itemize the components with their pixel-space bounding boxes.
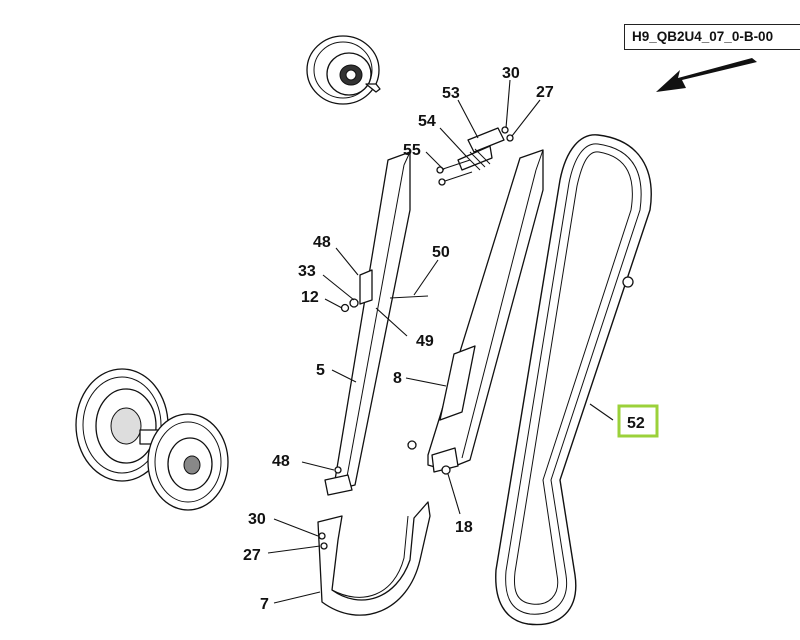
callout-30-top[interactable]: 30 [502, 65, 520, 82]
bracket-assembly-top[interactable] [436, 126, 514, 186]
leader-lines [267, 79, 614, 604]
callout-52[interactable]: 52 [627, 415, 645, 432]
callout-27-top[interactable]: 27 [536, 84, 554, 101]
part-5-bar[interactable] [324, 151, 411, 496]
callout-labels: 30 27 53 54 55 48 50 33 12 49 5 8 52 48 … [243, 65, 645, 613]
callout-48-bottom[interactable]: 48 [272, 453, 290, 470]
double-pulley[interactable] [75, 368, 229, 511]
callout-33[interactable]: 33 [298, 263, 316, 280]
part-8-tensioner-arm[interactable] [427, 149, 544, 473]
direction-arrow-icon [656, 58, 757, 92]
fasteners [334, 295, 451, 475]
idler-pulley-top[interactable] [306, 35, 381, 105]
callout-12[interactable]: 12 [301, 289, 319, 306]
callout-7[interactable]: 7 [260, 596, 269, 613]
highlight-box-52 [617, 404, 659, 438]
callout-49[interactable]: 49 [416, 333, 434, 350]
callout-8[interactable]: 8 [393, 370, 402, 387]
part-52-v-belt[interactable] [495, 134, 652, 626]
callout-54[interactable]: 54 [418, 113, 436, 130]
callout-27-bottom[interactable]: 27 [243, 547, 261, 564]
callout-5[interactable]: 5 [316, 362, 325, 379]
callout-50[interactable]: 50 [432, 244, 450, 261]
callout-30-bottom[interactable]: 30 [248, 511, 266, 528]
callout-18[interactable]: 18 [455, 519, 473, 536]
diagram-reference-code: H9_QB2U4_07_0-B-00 [624, 24, 800, 50]
callout-53[interactable]: 53 [442, 85, 460, 102]
callout-55[interactable]: 55 [403, 142, 421, 159]
callout-48-top[interactable]: 48 [313, 234, 331, 251]
part-7-curved-guide[interactable] [317, 501, 431, 616]
